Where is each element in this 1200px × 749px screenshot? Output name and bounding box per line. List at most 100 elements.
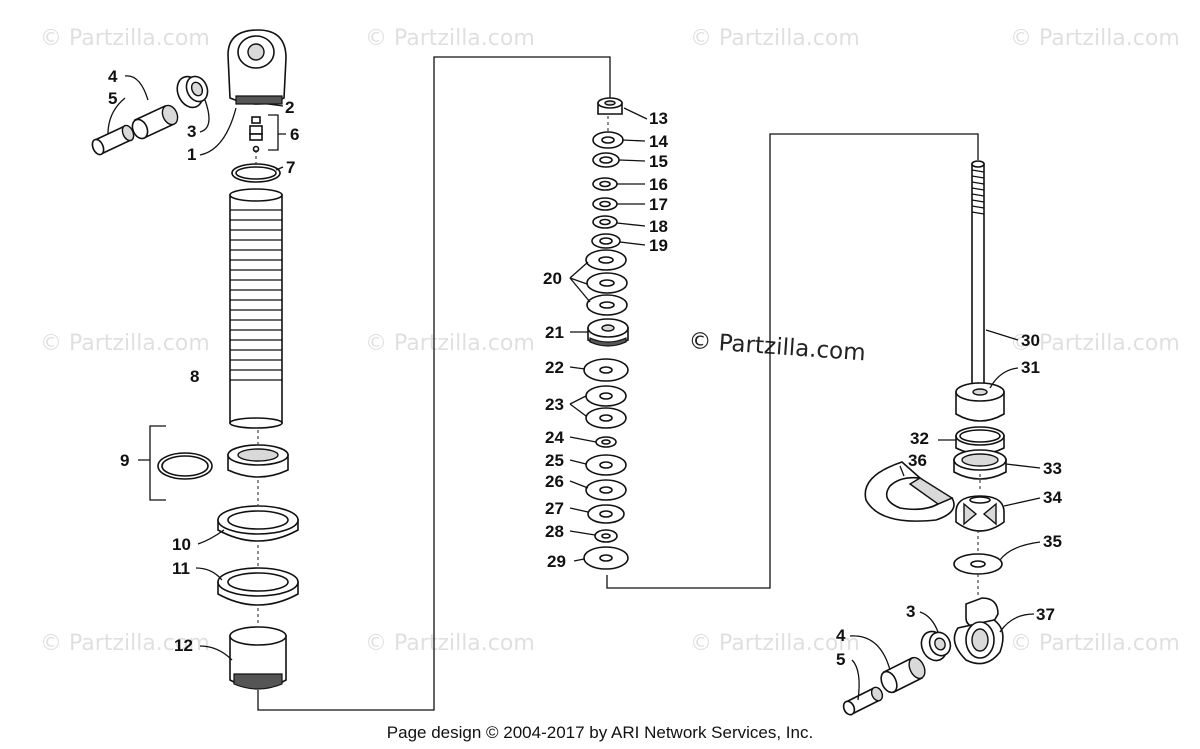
shim-20c	[586, 294, 628, 316]
leader-23	[569, 395, 587, 417]
watermark: © Partzilla.com	[690, 26, 860, 51]
callout-3b: 3	[906, 602, 915, 621]
shim-16	[592, 177, 618, 191]
leader-11	[195, 567, 223, 581]
leader-33	[1005, 463, 1041, 469]
part-nut-13	[597, 97, 623, 115]
callout-2: 2	[285, 98, 294, 117]
part-bushing-3b	[920, 630, 952, 662]
leader-5	[107, 97, 126, 135]
callout-3: 3	[187, 122, 196, 141]
part-shock-body-8	[229, 188, 283, 429]
leader-19	[619, 241, 646, 246]
part-axis-right	[977, 382, 981, 596]
leader-13	[623, 107, 648, 120]
part-seal-32	[955, 426, 1005, 455]
shim-26	[585, 479, 627, 501]
callout-1: 1	[187, 145, 196, 164]
part-oring-9	[157, 452, 213, 480]
leader-18	[616, 222, 646, 227]
part-shaft-30	[971, 160, 985, 385]
shim-25	[585, 454, 627, 476]
connector-line-right	[606, 133, 979, 589]
leader-22	[569, 366, 586, 370]
part-sleeve-4	[131, 104, 179, 140]
shim-22	[583, 358, 629, 382]
part-axis-left	[255, 150, 259, 626]
callout-14: 14	[649, 132, 668, 151]
callout-5b: 5	[836, 650, 845, 669]
shim-28	[594, 529, 618, 543]
callout-23: 23	[545, 395, 564, 414]
watermark: © Partzilla.com	[1010, 26, 1180, 51]
part-seal-head-9	[227, 444, 289, 478]
shim-23a	[585, 385, 627, 407]
callout-5: 5	[108, 89, 117, 108]
leader-15	[618, 159, 646, 162]
part-bumper-31	[955, 382, 1005, 422]
leader-31	[989, 367, 1019, 389]
valve-shims-lower	[583, 358, 629, 570]
part-bushing-5	[91, 124, 135, 156]
part-piston-21	[587, 318, 629, 347]
callout-21: 21	[545, 323, 564, 342]
watermark: © Partzilla.com	[1010, 331, 1180, 356]
leader-3	[199, 99, 210, 133]
part-sleeve-4b	[880, 656, 926, 694]
leader-37	[999, 613, 1035, 633]
leader-4b	[849, 635, 891, 671]
callouts: 4 5 3 1 2 6 7 8 9 10 11 12 13 14 15 16 1…	[108, 67, 1062, 669]
shim-29	[583, 546, 629, 570]
callout-16: 16	[649, 175, 668, 194]
callout-26: 26	[545, 472, 564, 491]
part-bushing-5b	[842, 686, 884, 716]
footer-copyright: Page design © 2004-2017 by ARI Network S…	[387, 723, 813, 742]
watermark: © Partzilla.com	[40, 631, 210, 656]
part-washer-35	[953, 553, 1003, 575]
leader-26	[569, 480, 589, 489]
leader-14	[621, 139, 646, 142]
callout-17: 17	[649, 195, 668, 214]
shim-18	[592, 215, 618, 229]
shim-20a	[585, 249, 627, 271]
callout-20: 20	[543, 269, 562, 288]
callout-25: 25	[545, 451, 564, 470]
callout-18: 18	[649, 217, 668, 236]
leader-25	[569, 459, 587, 465]
callout-35: 35	[1043, 532, 1062, 551]
leader-35	[999, 541, 1041, 561]
part-retainer-33	[953, 449, 1007, 480]
part-bearing-34	[955, 495, 1005, 532]
leader-3b	[919, 611, 939, 633]
callout-12: 12	[174, 636, 193, 655]
callout-7: 7	[286, 158, 295, 177]
bracket-9	[138, 425, 166, 501]
part-valve-6	[249, 116, 263, 153]
leader-4	[124, 75, 149, 101]
watermark: © Partzilla.com	[365, 331, 535, 356]
leader-34	[1003, 497, 1041, 507]
leader-2	[267, 103, 284, 107]
callout-36: 36	[908, 451, 927, 470]
leader-7	[275, 166, 284, 171]
center-watermark: © Partzilla.com	[688, 328, 867, 366]
leader-20	[569, 261, 591, 303]
watermark: © Partzilla.com	[40, 26, 210, 51]
part-eyelet-37	[953, 597, 1004, 665]
leader-10	[197, 529, 225, 545]
part-bushing-3	[176, 75, 209, 109]
part-reservoir-cap-2	[227, 29, 287, 105]
leader-28	[569, 530, 596, 536]
shim-27	[587, 504, 625, 524]
callout-6: 6	[290, 125, 299, 144]
leader-29	[573, 558, 585, 562]
callout-11: 11	[172, 559, 190, 578]
part-oring-7	[231, 163, 281, 183]
callout-24: 24	[545, 428, 564, 447]
watermarks: © Partzilla.com © Partzilla.com © Partzi…	[40, 26, 1180, 656]
watermark: © Partzilla.com	[690, 631, 860, 656]
shim-15	[592, 152, 620, 168]
leader-1	[199, 107, 237, 156]
leader-27	[569, 507, 589, 513]
